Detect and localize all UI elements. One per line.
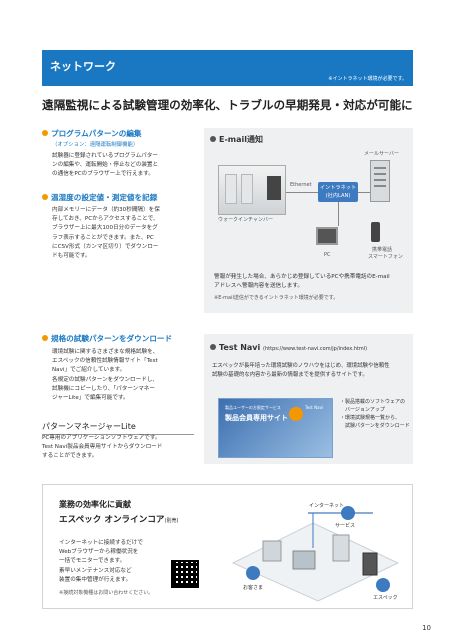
online-core-text: インターネットに接続するだけで Webブラウザーから稼働状況を 一括でモニターで… [59,540,143,583]
pc-label: PC [324,252,331,258]
online-core-box: 業務の効率化に貢献 エスペック オンラインコア(別売) インターネットに接続する… [42,484,413,609]
temperature-text: 内部メモリーにデータ（約30秒間隔）を保 存しておき、PCからアクセスすることで… [52,207,160,260]
badge-icon [289,407,303,421]
email-panel-title: E-mail通知 [210,134,263,145]
program-text: 試験器に登録されているプログラムパター ンの編集や、運転開始・停止などの装置と … [52,153,159,178]
program-title: プログラムパターンの編集 [42,128,142,139]
phone-label-1: 携帯電話 [372,247,393,253]
lite-text: PC専用のアプリケーションソフトウェアです。 Test Navi製品会員専用サイ… [42,435,163,460]
ethernet-label: Ethernet [290,182,312,188]
page-number: 10 [422,624,431,632]
testnavi-banner-image[interactable]: 製品ユーザーの方限定サービス 製品会員専用サイト Test Navi [218,398,333,458]
qr-code-image[interactable] [171,560,199,588]
chamber-label: ウォークインチャンバー [218,217,273,223]
lite-title: パターンマネージャーLite [42,421,194,435]
email-description: 警報が発生した場合、あらかじめ登録しているPCや携帯電話のE-mail アドレス… [214,274,390,289]
email-panel: E-mail通知 メールサーバー Ethernet ウォークインチャンバー PC… [204,128,413,313]
testnavi-url: (https://www.test-navi.com/jp/index.html… [263,346,368,352]
phone-label-2: スマートフォン [368,254,403,260]
pc-image [316,227,338,245]
diagram-customer-label: お客さま [243,584,263,591]
download-title: 規格の試験パターンをダウンロード [42,333,172,344]
gray-dot-icon [210,344,216,350]
testnavi-features: ・製品搭載のソフトウェアの バージョンアップ ・環境試験規格一覧から、 試験パタ… [340,399,410,429]
gray-dot-icon [210,136,216,142]
mail-server-label: メールサーバー [364,151,399,157]
testnavi-title: Test Navi (https://www.test-navi.com/jp/… [210,343,367,352]
online-core-title1: 業務の効率化に貢献 [59,500,131,509]
email-note: ※E-mail送信ができるイントラネット環境が必要です。 [214,295,339,301]
online-core-title2: エスペック オンラインコア(別売) [59,515,179,525]
phone-image [371,222,380,242]
section-title-band: ネットワーク ※イントラネット環境が必要です。 [42,50,413,86]
lite-box: パターンマネージャーLite PC専用のアプリケーションソフトウェアです。 Te… [42,421,194,461]
section-title: ネットワーク [50,60,116,73]
orange-dot-icon [42,194,48,200]
section-note: ※イントラネット環境が必要です。 [328,76,407,82]
page-headline: 遠隔監視による試験管理の効率化、トラブルの早期発見・対応が可能に [42,98,413,112]
program-subtitle: （オプション：遠隔運転制御機能） [52,142,139,148]
orange-dot-icon [42,335,48,341]
diagram-internet-label: インターネット [309,502,344,509]
download-text: 環境試験に関するさまざまな規格試験を、 エスペックの信頼性試験情報サイト「Tes… [52,349,159,402]
online-core-note: ※接続対象機種はお問い合わせください。 [59,590,154,596]
control-panel [267,176,281,200]
diagram-service-label: サービス [335,522,355,529]
orange-dot-icon [42,130,48,136]
intranet-box: イントラネット (社内LAN) [318,182,358,202]
temperature-title: 温湿度の設定値・測定値を記録 [42,192,157,203]
walk-in-chamber-image [218,165,286,215]
diagram-esp-label: エスペック [373,595,398,601]
header-whitespace [0,0,455,40]
online-core-diagram: インターネット お客さま エスペック サービス [231,502,400,602]
mail-server-image [370,160,390,202]
testnavi-description: エスペックが長年培った環境試験のノウハウをはじめ、環境試験や信頼性 試験の基礎的… [212,363,390,378]
